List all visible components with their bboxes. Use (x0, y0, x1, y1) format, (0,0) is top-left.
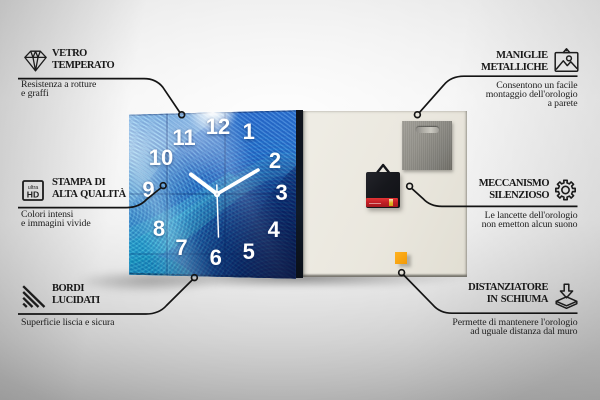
svg-text:HD: HD (27, 189, 39, 199)
svg-text:ultra: ultra (28, 185, 39, 191)
